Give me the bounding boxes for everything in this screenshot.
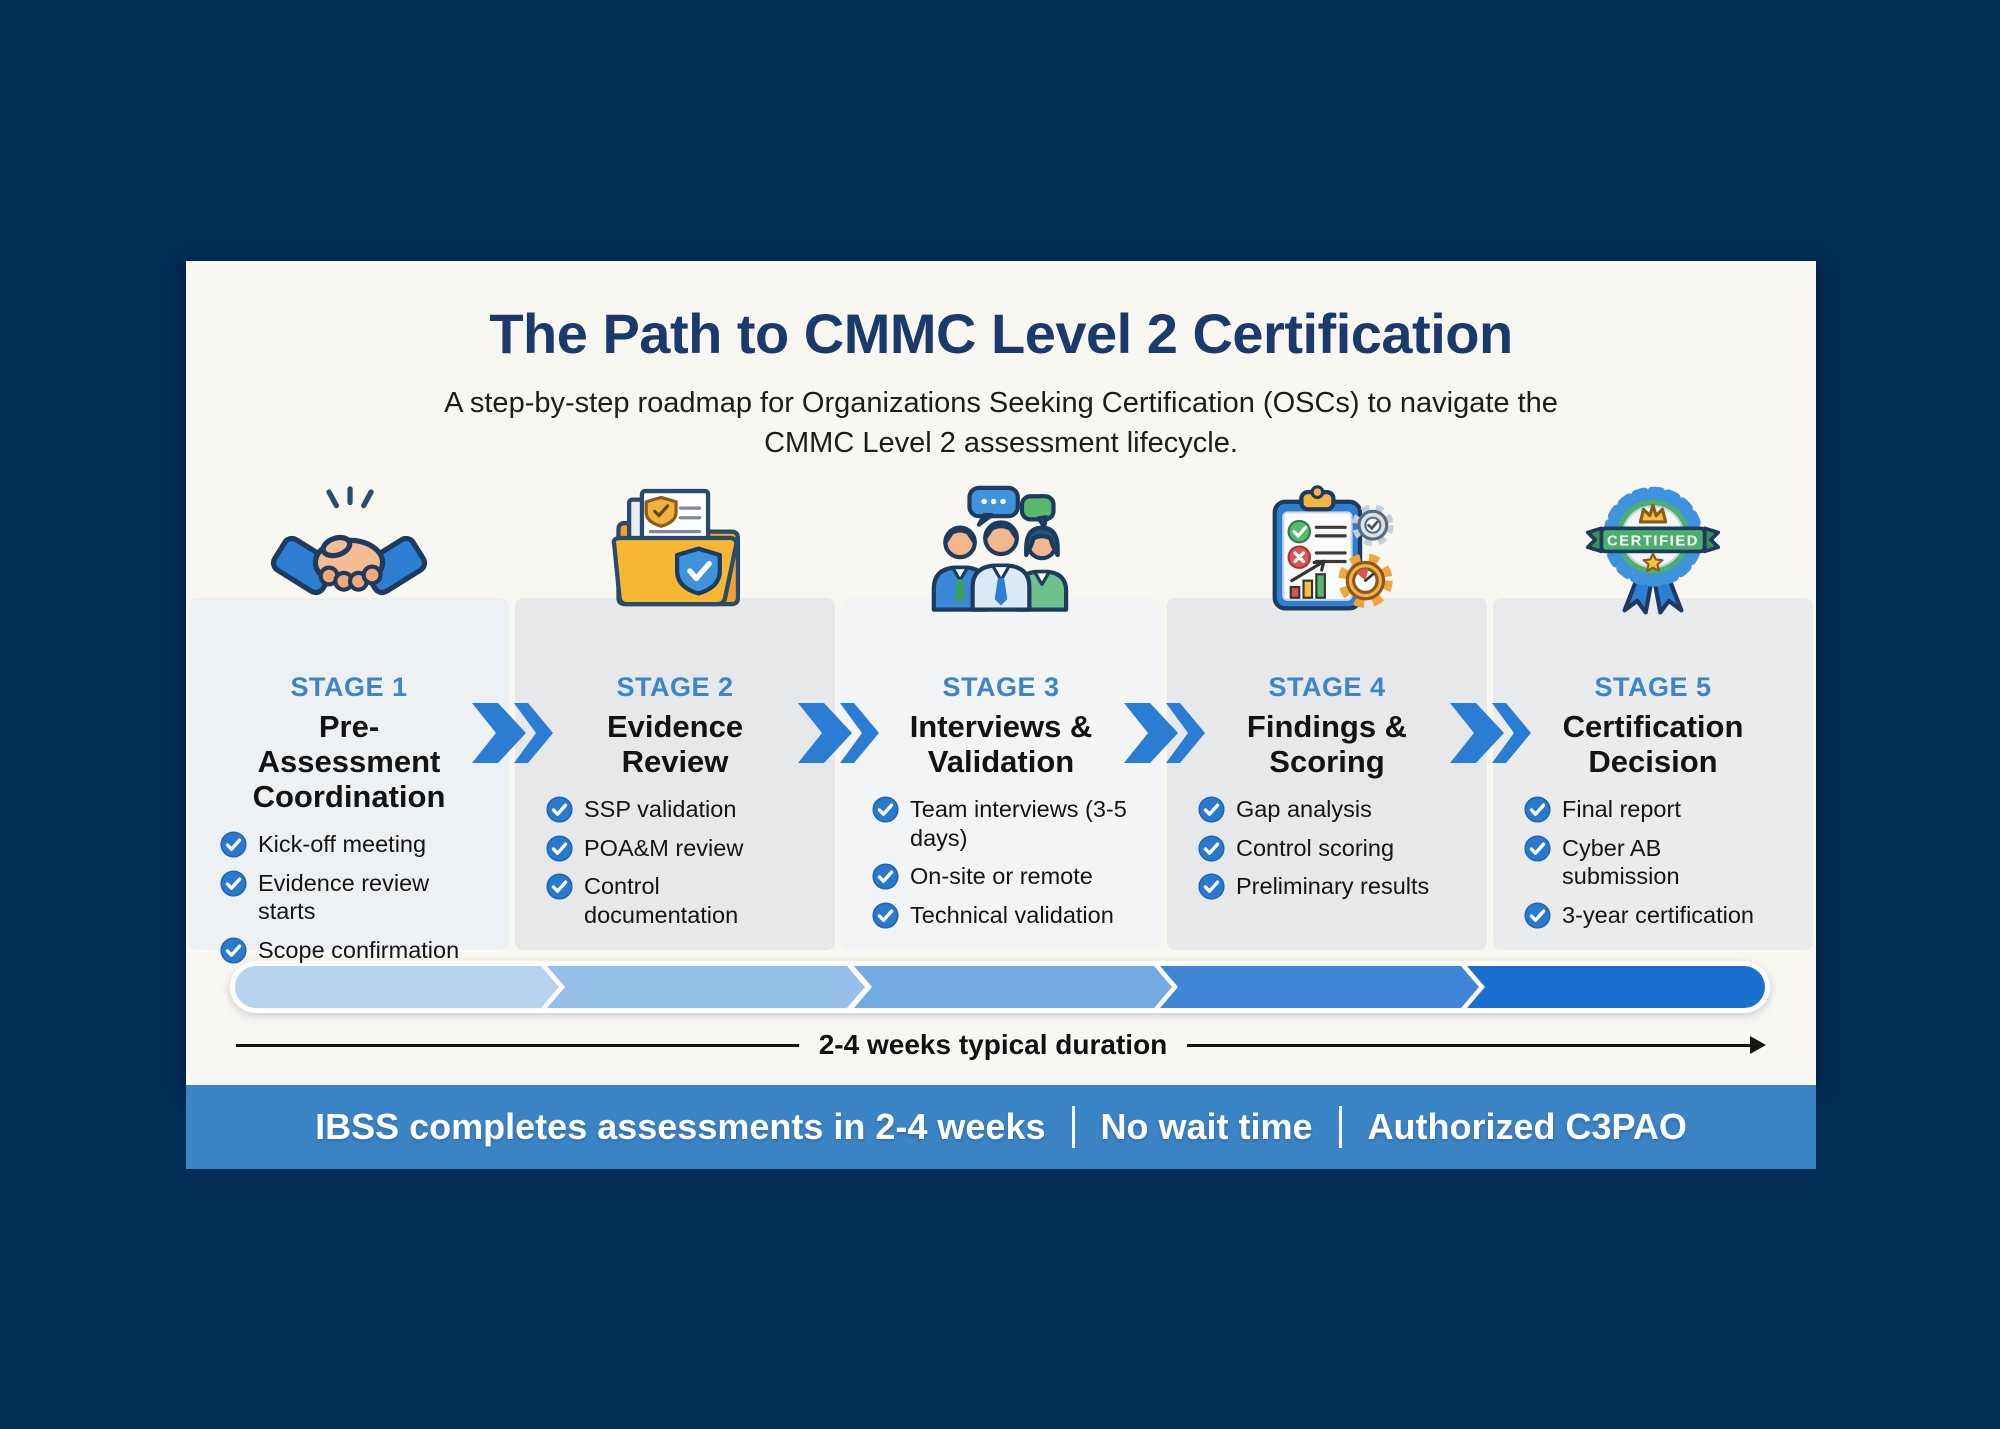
page-subtitle: A step-by-step roadmap for Organizations…: [186, 383, 1816, 463]
handshake-icon: [270, 486, 428, 596]
footer-claim-wait: No wait time: [1100, 1106, 1313, 1147]
list-item: 3-year certification: [1524, 901, 1782, 930]
timeline-progress-bar: [230, 961, 1770, 1013]
list-item: Cyber AB submission: [1524, 834, 1782, 891]
check-circle-icon: [872, 902, 899, 929]
check-circle-icon: [1524, 902, 1551, 929]
check-circle-icon: [1524, 796, 1551, 823]
team-interview-icon: [931, 485, 1069, 612]
stage-3-panel: [841, 598, 1161, 950]
progress-segment-4: [1160, 966, 1479, 1008]
check-circle-icon: [546, 835, 573, 862]
stage-2-label: STAGE 2: [616, 672, 734, 702]
check-circle-icon: [546, 873, 573, 900]
progress-segment-2: [547, 966, 865, 1008]
page-title: The Path to CMMC Level 2 Certification: [489, 302, 1513, 365]
list-item: Preliminary results: [1198, 872, 1456, 901]
stage-4-title: Findings & Scoring: [1246, 709, 1408, 780]
main-card: The Path to CMMC Level 2 Certification A…: [186, 261, 1816, 1085]
stage-2-bullets: SSP validation POA&M review Control docu…: [546, 795, 804, 930]
duration-indicator: 2-4 weeks typical duration: [236, 1025, 1767, 1065]
check-circle-icon: [872, 796, 899, 823]
list-item: Technical validation: [872, 901, 1130, 930]
stage-5-label: STAGE 5: [1594, 672, 1712, 702]
footer-claim-speed: IBSS completes assessments in 2-4 weeks: [315, 1106, 1046, 1147]
stage-2-title: Evidence Review: [606, 709, 744, 780]
stage-column-5: CERTIFIED STAGE 5 Certification Decision…: [1490, 472, 1816, 950]
certified-badge-icon: CERTIFIED: [1585, 486, 1721, 615]
folder-documents-icon: [611, 488, 741, 607]
progress-segment-3: [854, 966, 1172, 1008]
stage-1-label: STAGE 1: [290, 672, 408, 702]
footer-claim-c3pao: Authorized C3PAO: [1367, 1106, 1687, 1147]
list-item: Gap analysis: [1198, 795, 1456, 824]
stage-5-title: Certification Decision: [1562, 709, 1744, 780]
list-item: POA&M review: [546, 834, 804, 863]
stage-5-bullets: Final report Cyber AB submission 3-year …: [1524, 795, 1782, 930]
stage-column-2: STAGE 2 Evidence Review SSP validation P…: [512, 472, 838, 950]
clipboard-scoring-icon: [1272, 485, 1394, 611]
stage-row: STAGE 1 Pre-Assessment Coordination Kick…: [186, 472, 1816, 964]
check-circle-icon: [1198, 873, 1225, 900]
list-item: Evidence review starts: [220, 869, 478, 926]
stage-4-label: STAGE 4: [1268, 672, 1386, 702]
duration-line-right: [1187, 1043, 1751, 1047]
check-circle-icon: [872, 863, 899, 890]
duration-line-left: [236, 1043, 799, 1047]
check-circle-icon: [220, 831, 247, 858]
list-item: On-site or remote: [872, 862, 1130, 891]
footer-banner: IBSS completes assessments in 2-4 weeks …: [186, 1085, 1816, 1169]
stage-1-bullets: Kick-off meeting Evidence review starts …: [220, 830, 478, 965]
stage-1-title: Pre-Assessment Coordination: [252, 709, 446, 815]
stage-4-bullets: Gap analysis Control scoring Preliminary…: [1198, 795, 1456, 901]
stage-3-title: Interviews & Validation: [909, 709, 1093, 780]
stage-3-label: STAGE 3: [942, 672, 1060, 702]
list-item: SSP validation: [546, 795, 804, 824]
progress-segment-1: [235, 966, 559, 1008]
stage-5-panel: [1493, 598, 1813, 950]
list-item: Kick-off meeting: [220, 830, 478, 859]
list-item: Scope confirmation: [220, 936, 478, 965]
stage-column-3: STAGE 3 Interviews & Validation Team int…: [838, 472, 1164, 950]
list-item: Final report: [1524, 795, 1782, 824]
stage-column-1: STAGE 1 Pre-Assessment Coordination Kick…: [186, 472, 512, 964]
check-circle-icon: [1198, 796, 1225, 823]
check-circle-icon: [1198, 835, 1225, 862]
divider: [1071, 1106, 1075, 1148]
progress-segment-5: [1467, 966, 1765, 1008]
certified-banner-text: CERTIFIED: [1607, 534, 1699, 550]
stage-column-4: STAGE 4 Findings & Scoring Gap analysis …: [1164, 472, 1490, 950]
check-circle-icon: [546, 796, 573, 823]
check-circle-icon: [1524, 835, 1551, 862]
stage-3-bullets: Team interviews (3-5 days) On-site or re…: [872, 795, 1130, 930]
list-item: Control scoring: [1198, 834, 1456, 863]
arrow-head-icon: [1750, 1036, 1767, 1054]
list-item: Control documentation: [546, 872, 804, 929]
duration-label: 2-4 weeks typical duration: [818, 1029, 1168, 1060]
divider: [1338, 1106, 1342, 1148]
list-item: Team interviews (3-5 days): [872, 795, 1130, 852]
page-subtitle-text: A step-by-step roadmap for Organizations…: [444, 387, 1558, 460]
check-circle-icon: [220, 870, 247, 897]
check-circle-icon: [220, 937, 247, 964]
